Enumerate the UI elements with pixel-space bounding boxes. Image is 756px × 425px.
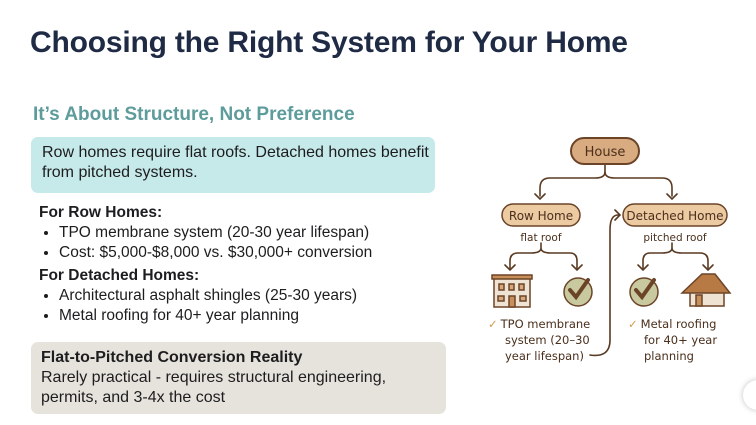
connector-arrow <box>589 209 622 357</box>
list-item: TPO membrane system (20-30 year lifespan… <box>59 223 372 243</box>
list-item: Architectural asphalt shingles (25-30 ye… <box>59 286 357 306</box>
arrow <box>642 242 709 269</box>
detached-homes-section: For Detached Homes: Architectural asphal… <box>39 266 357 326</box>
row-home-node <box>501 203 581 227</box>
pitched-roof-caption: pitched roof <box>643 232 707 244</box>
arrow <box>509 242 578 269</box>
arrow <box>539 161 606 197</box>
page-title: Choosing the Right System for Your Home <box>30 26 628 59</box>
check-icon <box>563 277 593 307</box>
list-item: Metal roofing for 40+ year planning <box>59 306 357 326</box>
house-node-label: House <box>585 145 626 160</box>
row-homes-heading: For Row Homes: <box>39 204 163 221</box>
conversion-reality-box: Flat-to-Pitched Conversion Reality Rarel… <box>31 342 446 414</box>
row-homes-section: For Row Homes: TPO membrane system (20-3… <box>39 203 372 263</box>
detached-homes-heading: For Detached Homes: <box>39 267 200 284</box>
row-home-label: Row Home <box>509 209 573 223</box>
row-house-icon <box>491 274 533 308</box>
detached-house-icon <box>680 273 732 307</box>
floating-action-button[interactable] <box>743 380 756 410</box>
arrow <box>604 171 673 197</box>
tpo-note: ✓TPO membrane system (20–30 year lifespa… <box>488 317 594 363</box>
check-icon <box>629 277 659 307</box>
list-item: Cost: $5,000-$8,000 vs. $30,000+ convers… <box>59 243 372 263</box>
key-callout: Row homes require flat roofs. Detached h… <box>31 137 435 193</box>
detached-home-label: Detached Home <box>626 209 723 223</box>
flat-roof-caption: flat roof <box>520 232 561 244</box>
roof-decision-diagram: House Row Home flat roof Detached Home p… <box>488 137 732 363</box>
section-subtitle: It’s About Structure, Not Preference <box>33 104 355 125</box>
detached-home-node <box>622 203 728 227</box>
reality-text: Rarely practical - requires structural e… <box>41 369 387 406</box>
metal-roofing-note: ✓Metal roofing for 40+ year planning <box>628 317 721 363</box>
house-node <box>570 137 640 165</box>
reality-heading: Flat-to-Pitched Conversion Reality <box>41 349 303 366</box>
